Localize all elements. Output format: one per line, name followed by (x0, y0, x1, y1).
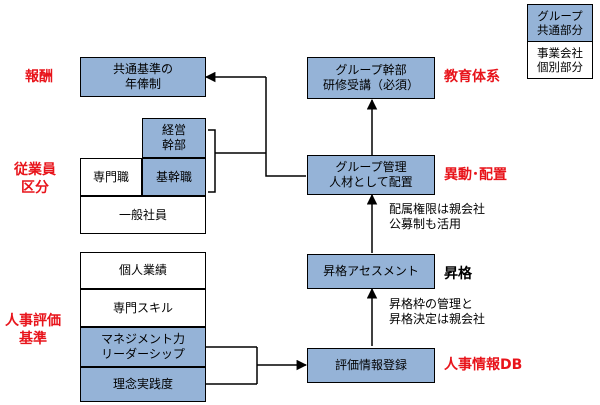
box-promotion-assessment: 昇格アセスメント (307, 254, 435, 289)
box-management-leadership: マネジメント力 リーダーシップ (80, 327, 206, 367)
label-education: 教育体系 (444, 69, 500, 85)
label-promotion: 昇格 (444, 266, 472, 282)
box-specialist: 専門職 (80, 158, 142, 196)
note-promotion-control: 昇格枠の管理と 昇格決定は親会社 (389, 297, 486, 326)
category-evaluation-criteria: 人事評価 基準 (5, 313, 61, 347)
category-compensation: 報酬 (25, 69, 53, 85)
label-transfer-placement: 異動･配置 (444, 167, 507, 183)
box-common-standard-salary: 共通基準の 年俸制 (80, 57, 206, 97)
box-general-staff: 一般社員 (80, 196, 206, 234)
connector-bracket-to-placement (215, 153, 306, 174)
note-placement-authority: 配属権限は親会社 公募制も活用 (389, 202, 486, 231)
box-group-exec-training: グループ幹部 研修受講（必須） (307, 57, 435, 99)
category-employee-class: 従業員 区分 (14, 162, 56, 196)
box-specialist-skill: 専門スキル (80, 289, 206, 327)
box-core-staff: 基幹職 (142, 158, 206, 196)
box-philosophy-practice: 理念実践度 (80, 367, 206, 402)
box-executive: 経営 幹部 (142, 118, 206, 158)
box-evaluation-registration: 評価情報登録 (307, 348, 435, 383)
bracket-executive-core (208, 129, 216, 193)
connector-placement-to-salary (265, 77, 306, 177)
legend-group-common: グループ 共通部分 (527, 4, 593, 42)
box-individual-performance: 個人業績 (80, 252, 206, 289)
box-group-talent-management: グループ管理 人材として配置 (307, 155, 435, 195)
label-hr-db: 人事情報DB (444, 357, 523, 373)
legend-company-individual: 事業会社 個別部分 (527, 41, 593, 79)
